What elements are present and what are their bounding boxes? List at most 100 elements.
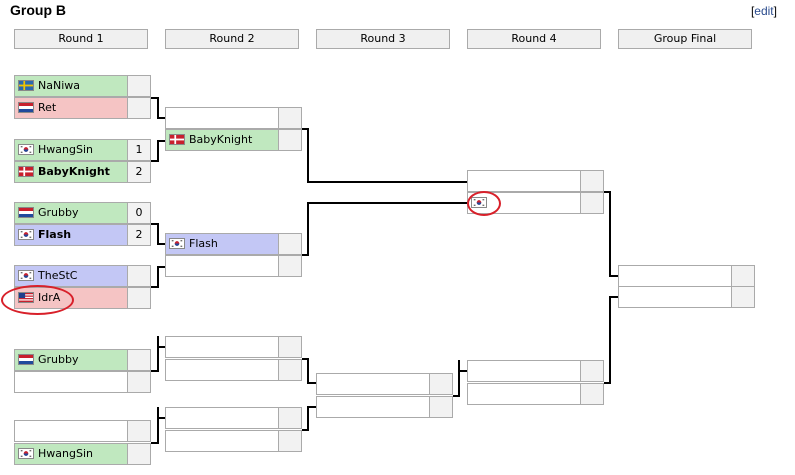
player-name: Flash xyxy=(166,234,279,254)
r2-slot-2[interactable]: BabyKnight xyxy=(165,129,302,151)
connector xyxy=(453,395,459,397)
netherlands-flag-icon xyxy=(18,101,34,113)
final-slot-1[interactable] xyxy=(618,265,755,287)
r2-slot-8[interactable] xyxy=(165,430,302,452)
score xyxy=(128,421,150,441)
connector xyxy=(157,140,165,142)
connector xyxy=(609,296,611,384)
r1-slot-1[interactable]: NaNiwa xyxy=(14,75,151,97)
sweden-flag-icon xyxy=(18,79,34,91)
r4-slot-4[interactable] xyxy=(467,383,604,405)
r2-slot-5[interactable] xyxy=(165,336,302,358)
connector xyxy=(302,128,308,130)
netherlands-flag-icon xyxy=(18,353,34,365)
connector xyxy=(302,429,308,431)
connector xyxy=(157,407,159,444)
connector xyxy=(307,181,467,183)
netherlands-flag-icon xyxy=(18,206,34,218)
korea-flag-icon xyxy=(18,228,34,240)
player-name xyxy=(468,361,581,381)
player-name xyxy=(468,384,581,404)
connector xyxy=(307,358,309,384)
r2-slot-1[interactable] xyxy=(165,107,302,129)
score xyxy=(128,98,150,118)
player-name xyxy=(166,256,279,276)
score: 0 xyxy=(128,203,150,223)
player-name xyxy=(15,421,128,441)
r1-slot-12[interactable]: HwangSin xyxy=(14,443,151,465)
score xyxy=(581,193,603,213)
connector xyxy=(458,360,460,397)
connector xyxy=(151,286,157,288)
connector xyxy=(604,382,610,384)
r1-slot-10[interactable] xyxy=(14,371,151,393)
r2-slot-7[interactable] xyxy=(165,407,302,429)
player-name xyxy=(619,287,732,307)
score xyxy=(128,76,150,96)
round-header-1: Round 1 xyxy=(14,29,148,49)
r3-slot-1[interactable] xyxy=(316,373,453,395)
r1-slot-9[interactable]: Grubby xyxy=(14,349,151,371)
player-name: BabyKnight xyxy=(166,130,279,150)
player-name xyxy=(317,374,430,394)
r1-slot-11[interactable] xyxy=(14,420,151,442)
connector xyxy=(604,191,610,193)
player-name xyxy=(166,337,279,357)
player-name: HwangSin xyxy=(15,140,128,160)
final-slot-2[interactable] xyxy=(618,286,755,308)
score xyxy=(430,374,452,394)
r4-slot-1[interactable] xyxy=(467,170,604,192)
edit-link[interactable]: edit xyxy=(754,4,774,18)
player-name xyxy=(15,372,128,392)
player-name xyxy=(468,171,581,191)
connector xyxy=(157,266,165,268)
score xyxy=(732,266,754,286)
player-name: NaNiwa xyxy=(15,76,128,96)
r2-slot-6[interactable] xyxy=(165,359,302,381)
player-name xyxy=(619,266,732,286)
connector xyxy=(157,140,159,162)
score xyxy=(279,108,301,128)
connector xyxy=(157,223,159,245)
player-name xyxy=(166,108,279,128)
score xyxy=(279,234,301,254)
r1-slot-7[interactable]: TheStC xyxy=(14,265,151,287)
round-header-final: Group Final xyxy=(618,29,752,49)
round-header-4: Round 4 xyxy=(467,29,601,49)
score xyxy=(430,397,452,417)
connector xyxy=(307,202,467,204)
connector xyxy=(157,336,159,372)
annotation-circle-idra xyxy=(1,285,74,315)
connector xyxy=(157,97,159,119)
player-name: Ret xyxy=(15,98,128,118)
round-header-2: Round 2 xyxy=(165,29,299,49)
korea-flag-icon xyxy=(18,269,34,281)
connector xyxy=(307,382,316,384)
r2-slot-4[interactable] xyxy=(165,255,302,277)
player-name: Grubby xyxy=(15,203,128,223)
score xyxy=(279,337,301,357)
player-name xyxy=(166,408,279,428)
player-name: TheStC xyxy=(15,266,128,286)
connector xyxy=(307,406,316,408)
connector xyxy=(609,191,611,277)
score xyxy=(128,350,150,370)
player-name xyxy=(166,431,279,451)
r3-slot-2[interactable] xyxy=(316,396,453,418)
connector xyxy=(157,417,165,419)
korea-flag-icon xyxy=(169,237,185,249)
connector xyxy=(609,275,618,277)
r2-slot-3[interactable]: Flash xyxy=(165,233,302,255)
r1-slot-2[interactable]: Ret xyxy=(14,97,151,119)
r4-slot-3[interactable] xyxy=(467,360,604,382)
score xyxy=(581,384,603,404)
player-name: Flash xyxy=(15,225,128,245)
score: 1 xyxy=(128,140,150,160)
connector xyxy=(151,160,157,162)
score xyxy=(279,256,301,276)
score xyxy=(279,130,301,150)
